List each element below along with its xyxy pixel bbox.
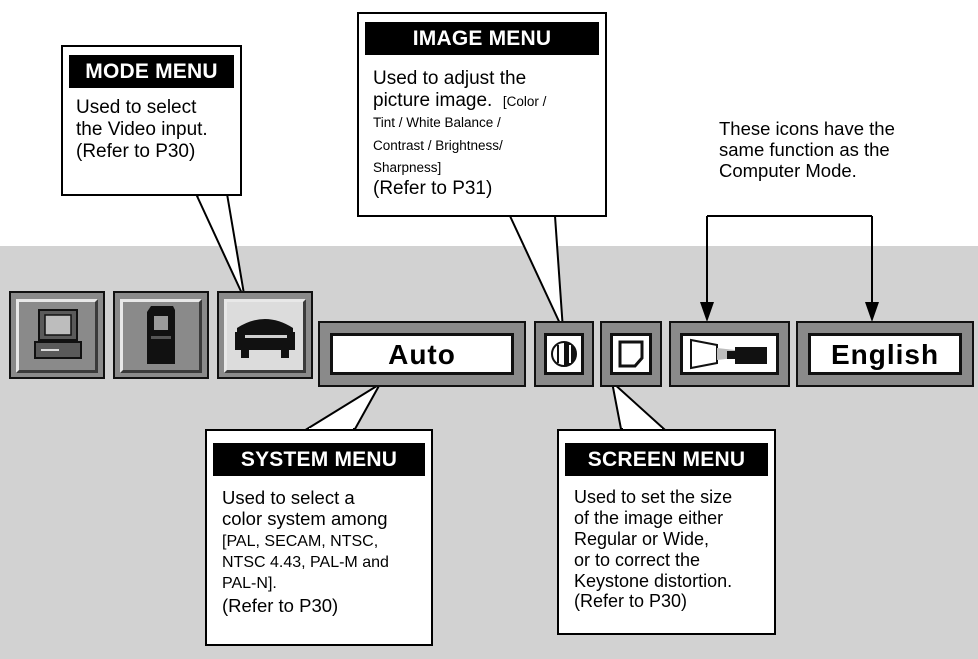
keystone-projector-icon: [690, 338, 767, 370]
screen-icon: [618, 340, 644, 368]
language-select-value: English: [830, 339, 940, 370]
shared-icons-note: These icons have the same function as th…: [719, 118, 895, 182]
system-select[interactable]: Auto: [318, 321, 526, 387]
computer-mode-icon-frame[interactable]: [9, 291, 105, 379]
screen-menu-callout: SCREEN MENU Used to set the size of the …: [557, 429, 776, 635]
video-mode-icon[interactable]: [224, 299, 306, 373]
video-mode-icon-frame[interactable]: [217, 291, 313, 379]
screen-menu-description: Used to set the size of the image either…: [574, 487, 733, 612]
mode-menu-callout: MODE MENU Used to select the Video input…: [61, 45, 242, 196]
image-menu-button[interactable]: [534, 321, 594, 387]
system-menu-title: SYSTEM MENU: [213, 443, 425, 476]
video-card-icon-frame[interactable]: [113, 291, 209, 379]
mode-menu-title: MODE MENU: [69, 55, 234, 88]
system-menu-callout: SYSTEM MENU Used to select a color syste…: [205, 429, 433, 646]
video-card-icon[interactable]: [120, 299, 202, 373]
system-select-value: Auto: [388, 339, 456, 370]
screen-menu-button[interactable]: [600, 321, 662, 387]
language-select[interactable]: English: [796, 321, 974, 387]
image-menu-callout: IMAGE MENU Used to adjust the picture im…: [357, 12, 607, 217]
image-menu-description: Used to adjust the picture image. [Color…: [373, 68, 547, 200]
keystone-menu-button[interactable]: [669, 321, 790, 387]
screen-menu-title: SCREEN MENU: [565, 443, 768, 476]
image-menu-title: IMAGE MENU: [365, 22, 599, 55]
computer-icon[interactable]: [16, 299, 98, 373]
mode-menu-description: Used to select the Video input. (Refer t…: [76, 97, 208, 163]
system-menu-description: Used to select a color system among [PAL…: [222, 487, 389, 616]
image-adjust-icon: [551, 341, 577, 367]
